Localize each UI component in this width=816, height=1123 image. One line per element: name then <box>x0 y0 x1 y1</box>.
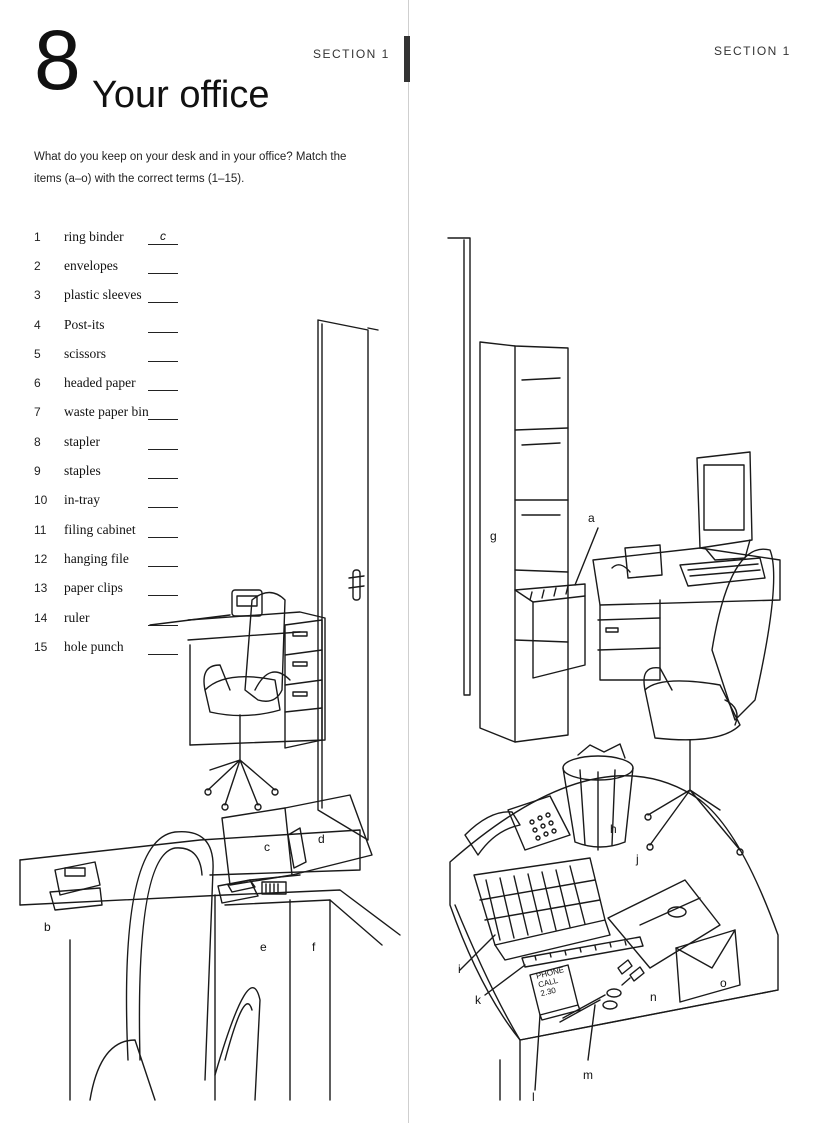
computer-monitor <box>696 451 753 561</box>
exercise-instructions: What do you keep on your desk and in you… <box>34 151 347 185</box>
back-desk-right <box>592 547 781 681</box>
answer-blank[interactable] <box>148 346 178 362</box>
label-o: o <box>720 976 727 990</box>
ruler-k <box>484 936 644 996</box>
answer-blank[interactable] <box>148 463 178 480</box>
section-label-left: SECTION 1 <box>313 47 390 61</box>
label-d: d <box>318 832 325 846</box>
label-n: n <box>650 990 657 1004</box>
front-desk-right <box>449 775 779 1101</box>
answer-blank[interactable] <box>148 287 178 304</box>
answer-blank[interactable] <box>148 404 178 421</box>
filing-cabinet-g <box>479 341 569 743</box>
answer-blank[interactable] <box>148 551 178 567</box>
label-f: f <box>312 940 316 954</box>
staples-f <box>249 874 301 895</box>
answer-blank[interactable] <box>148 492 178 509</box>
phone-back-right <box>611 544 663 579</box>
in-tray-i <box>459 857 611 971</box>
ring-binder-c <box>221 794 373 886</box>
answer-blank[interactable] <box>148 639 178 655</box>
label-i: i <box>458 962 461 976</box>
answer-blank[interactable] <box>148 610 178 626</box>
stapler-e <box>217 879 259 904</box>
label-c: c <box>264 840 270 854</box>
envelope-o <box>675 929 741 1003</box>
hanging-file-a <box>514 527 599 679</box>
front-chair-left <box>89 830 261 1101</box>
answer-blank[interactable] <box>148 522 178 538</box>
label-k: k <box>475 993 481 1007</box>
answer-blank[interactable] <box>148 580 178 597</box>
phone-front <box>464 795 571 856</box>
label-l: l <box>532 1090 535 1104</box>
back-desk <box>149 611 326 746</box>
stapler-b <box>49 861 103 911</box>
label-a: a <box>588 511 595 525</box>
waste-paper-bin-h <box>562 743 634 851</box>
label-g: g <box>490 529 497 543</box>
answer-blank[interactable] <box>148 258 178 274</box>
headed-paper-j <box>607 879 721 969</box>
office-chair-left <box>203 591 291 811</box>
open-door <box>317 319 379 841</box>
phone-back-left <box>231 589 263 617</box>
label-b: b <box>44 920 51 934</box>
paper-clips-n <box>617 959 645 986</box>
office-chair-right <box>643 548 775 856</box>
answer-blank[interactable] <box>148 317 178 333</box>
label-m: m <box>583 1068 593 1082</box>
scissors-m <box>559 988 622 1061</box>
label-e: e <box>260 940 267 954</box>
page-spine <box>408 0 409 1123</box>
keyboard <box>679 557 766 587</box>
answer-blank[interactable]: c <box>148 229 178 245</box>
unit-number: 8 <box>34 13 81 107</box>
answer-blank[interactable] <box>148 434 178 450</box>
unit-title: Your office <box>92 74 270 116</box>
back-wall <box>447 237 471 696</box>
label-h: h <box>610 822 617 836</box>
label-j: j <box>636 852 639 866</box>
section-label-right: SECTION 1 <box>714 44 791 58</box>
binding-mark <box>404 36 410 82</box>
front-desk-left <box>19 829 401 1101</box>
drawer-unit <box>284 619 323 749</box>
answer-blank[interactable] <box>148 375 178 392</box>
post-its-l <box>529 964 581 1091</box>
